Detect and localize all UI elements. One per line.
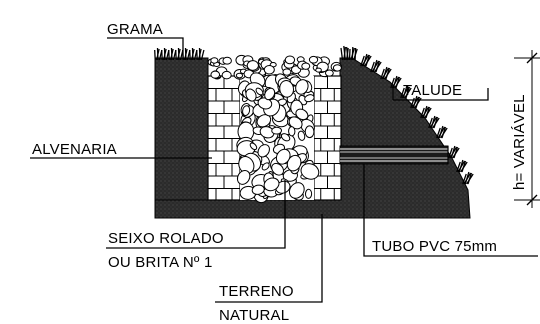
- grass-right-slope: [340, 45, 474, 185]
- height-dimension: [514, 50, 540, 208]
- leader-tubo: [363, 164, 538, 257]
- label-terreno-line1: TERRENO: [219, 283, 294, 300]
- label-seixo-line2: OU BRITA Nº 1: [108, 254, 213, 271]
- leader-talude: [393, 88, 489, 101]
- leader-grama: [107, 37, 184, 58]
- label-grama: GRAMA: [107, 21, 163, 38]
- gravel-fill: [207, 54, 342, 204]
- leader-seixo: [106, 180, 286, 249]
- right-brick-wall: [313, 75, 342, 201]
- label-tubo: TUBO PVC 75mm: [372, 238, 497, 255]
- label-height: h= VARIÁVEL: [511, 94, 528, 190]
- label-terreno-line2: NATURAL: [219, 307, 289, 324]
- left-soil-mass: [154, 57, 217, 219]
- leader-terreno: [215, 214, 323, 303]
- pvc-pipe: [339, 145, 449, 165]
- label-seixo-line1: SEIXO ROLADO: [108, 230, 224, 247]
- label-alvenaria: ALVENARIA: [32, 141, 117, 158]
- left-brick-wall: [207, 75, 241, 201]
- label-talude: TALUDE: [403, 82, 462, 99]
- grass-left: [154, 47, 205, 61]
